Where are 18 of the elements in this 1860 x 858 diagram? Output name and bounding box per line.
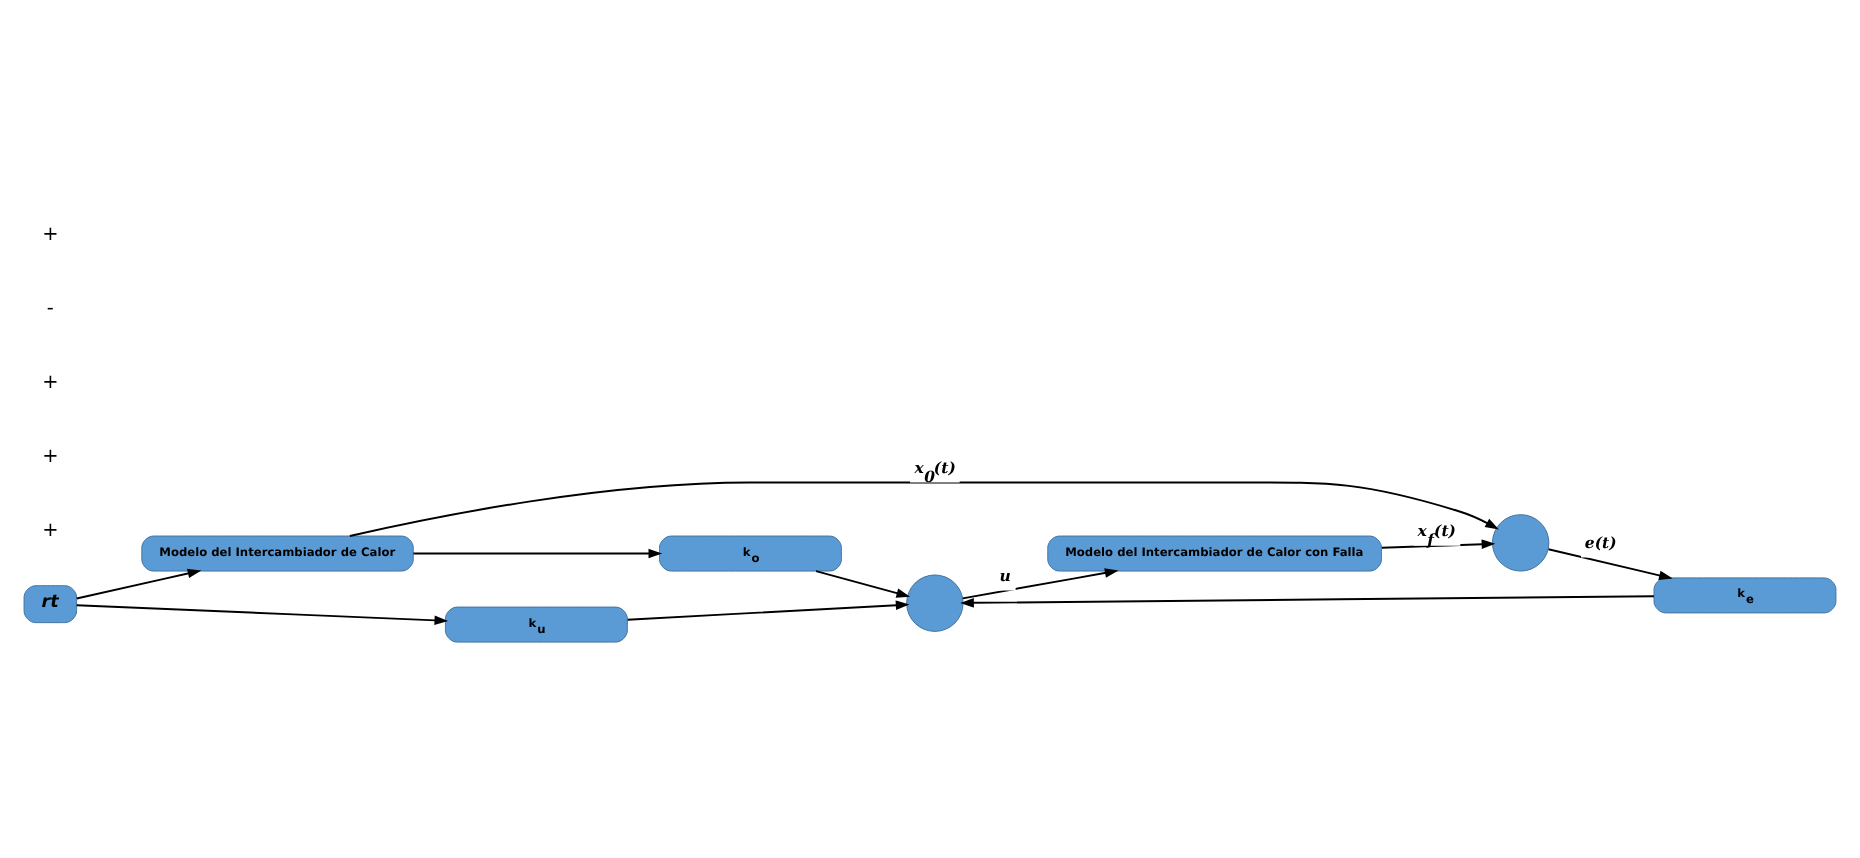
arrow xyxy=(961,568,1119,600)
arrow xyxy=(75,568,202,600)
arrow xyxy=(412,548,663,559)
node-circle xyxy=(906,574,964,632)
label: - xyxy=(46,298,54,321)
label: + xyxy=(42,372,59,395)
node-circle xyxy=(1491,514,1550,572)
arrow xyxy=(1380,539,1496,549)
arrow xyxy=(348,481,1499,537)
arrow xyxy=(960,595,1655,608)
node-box: rt xyxy=(23,585,78,624)
label: + xyxy=(42,224,59,247)
label: + xyxy=(42,446,59,469)
arrow xyxy=(75,604,449,626)
arrow xyxy=(1547,548,1673,581)
arrow xyxy=(815,570,911,598)
label: + xyxy=(42,520,59,543)
arrow xyxy=(626,600,910,621)
